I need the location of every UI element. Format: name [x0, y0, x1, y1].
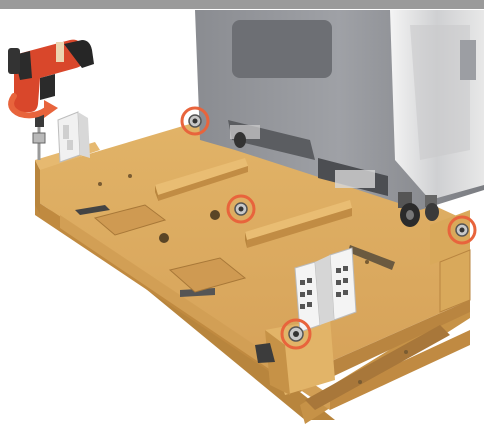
shipping-bracket-left: [58, 112, 90, 162]
caster-wheel: [234, 132, 246, 148]
caster-wheel: [425, 195, 439, 221]
header-bar: [0, 0, 484, 9]
printer-service-panel: [232, 20, 332, 78]
